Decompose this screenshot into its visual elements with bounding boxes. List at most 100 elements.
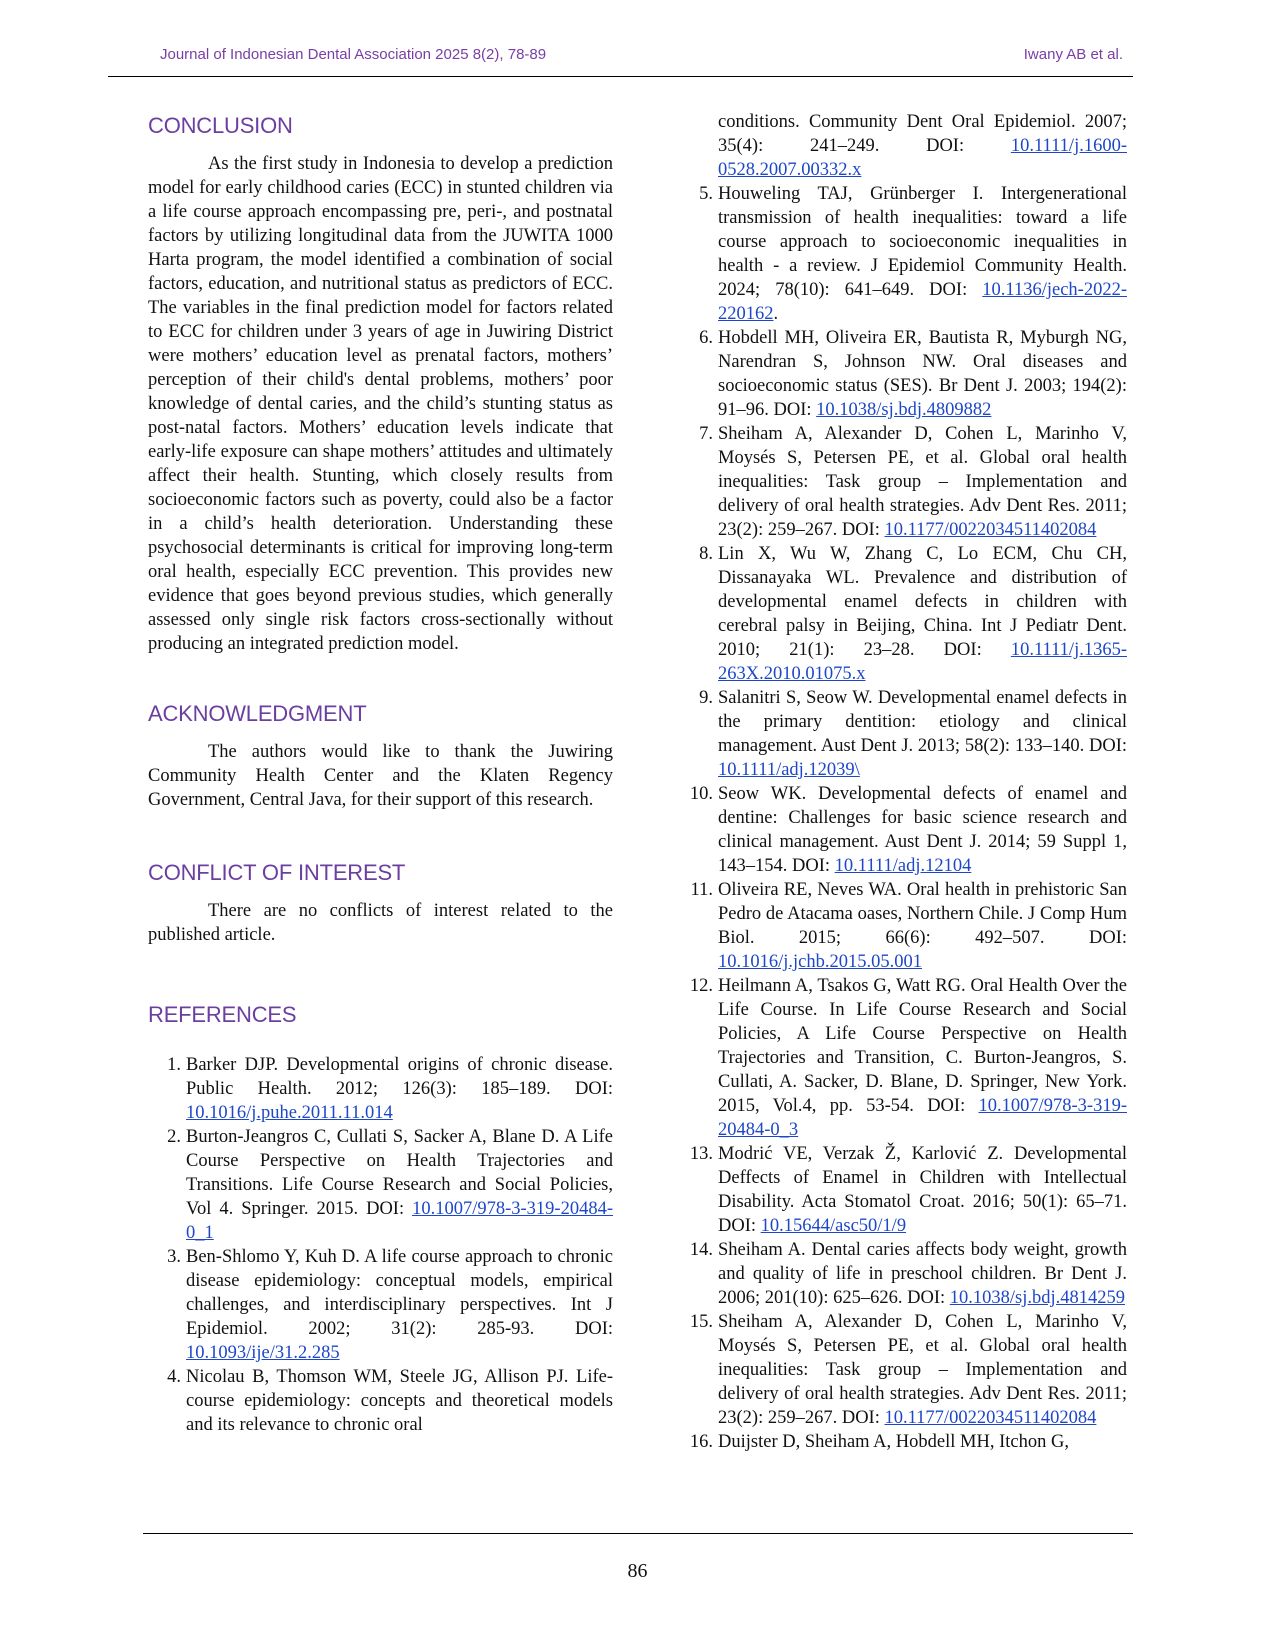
acknowledgment-paragraph: The authors would like to thank the Juwi… [148,742,613,810]
reference-number: 9. [699,688,713,708]
reference-item: 4.Nicolau B, Thomson WM, Steele JG, Alli… [148,1365,613,1437]
reference-number: 10. [689,784,713,804]
reference-body: Sheiham A, Alexander D, Cohen L, Marinho… [718,422,1127,542]
reference-item: 10.Seow WK. Developmental defects of ena… [680,782,1127,878]
doi-link[interactable]: 10.1038/sj.bdj.4809882 [816,400,992,420]
reference-body: Hobdell MH, Oliveira ER, Bautista R, Myb… [718,326,1127,422]
reference-text: conditions. Community Dent Oral Epidemio… [718,112,1127,156]
doi-link[interactable]: 10.1177/0022034511402084 [884,520,1097,540]
reference-text: Seow WK. Developmental defects of enamel… [718,784,1127,876]
reference-text: Heilmann A, Tsakos G, Watt RG. Oral Heal… [718,976,1127,1116]
reference-body: Houweling TAJ, Grünberger I. Intergenera… [718,182,1127,326]
reference-text: Salanitri S, Seow W. Developmental ename… [718,688,1127,756]
reference-item: 7.Sheiham A, Alexander D, Cohen L, Marin… [680,422,1127,542]
reference-number: 7. [699,424,713,444]
reference-item: 12.Heilmann A, Tsakos G, Watt RG. Oral H… [680,974,1127,1142]
doi-link[interactable]: 10.1038/sj.bdj.4814259 [949,1288,1125,1308]
reference-number: 15. [689,1312,713,1332]
reference-item: 13.Modrić VE, Verzak Ž, Karlović Z. Deve… [680,1142,1127,1238]
doi-link[interactable]: 10.1111/adj.12104 [834,856,972,876]
journal-citation: Journal of Indonesian Dental Association… [160,46,547,63]
reference-text: Burton-Jeangros C, Cullati S, Sacker A, … [186,1127,613,1219]
reference-item: 14.Sheiham A. Dental caries affects body… [680,1238,1127,1310]
doi-link[interactable]: 10.1016/j.puhe.2011.11.014 [186,1103,393,1123]
reference-list-left: 1.Barker DJP. Developmental origins of c… [148,1053,613,1437]
reference-number: 3. [167,1247,181,1267]
reference-number: 16. [689,1432,713,1452]
right-column: conditions. Community Dent Oral Epidemio… [680,110,1127,1454]
reference-item: 2.Burton-Jeangros C, Cullati S, Sacker A… [148,1125,613,1245]
reference-item: 5.Houweling TAJ, Grünberger I. Intergene… [680,182,1127,326]
reference-text: Hobdell MH, Oliveira ER, Bautista R, Myb… [718,328,1127,420]
reference-number: 11. [690,880,713,900]
doi-link[interactable]: 10.1007/978-3-319-20484-0_1 [186,1199,613,1243]
conclusion-heading: CONCLUSION [148,113,293,138]
doi-link[interactable]: 10.1016/j.jchb.2015.05.001 [718,952,923,972]
doi-link[interactable]: 10.1007/978-3-319-20484-0_3 [718,1096,1127,1140]
reference-body: Modrić VE, Verzak Ž, Karlović Z. Develop… [718,1142,1127,1238]
reference-item: 1.Barker DJP. Developmental origins of c… [148,1053,613,1125]
doi-link[interactable]: 10.1093/ije/31.2.285 [186,1343,340,1363]
reference-body: Heilmann A, Tsakos G, Watt RG. Oral Heal… [718,974,1127,1142]
reference-text: Modrić VE, Verzak Ž, Karlović Z. Develop… [718,1144,1127,1236]
reference-body: Duijster D, Sheiham A, Hobdell MH, Itcho… [718,1430,1127,1454]
reference-number: 12. [689,976,713,996]
conflict-heading: CONFLICT OF INTEREST [148,860,406,885]
reference-text: Duijster D, Sheiham A, Hobdell MH, Itcho… [718,1432,1069,1452]
reference-body: Salanitri S, Seow W. Developmental ename… [718,686,1127,782]
doi-link[interactable]: 10.1111/j.1600-0528.2007.00332.x [718,136,1127,180]
reference-text: Oliveira RE, Neves WA. Oral health in pr… [718,880,1127,948]
doi-link[interactable]: 10.1111/j.1365-263X.2010.01075.x [718,640,1127,684]
reference-number: 1. [167,1055,181,1075]
doi-link[interactable]: 10.1111/adj.12039\ [718,760,860,780]
references-heading: REFERENCES [148,1002,297,1027]
reference-number: 5. [699,184,713,204]
left-column: CONCLUSION As the first study in Indones… [148,110,613,1437]
reference-body: Sheiham A, Alexander D, Cohen L, Marinho… [718,1310,1127,1430]
reference-body: Sheiham A. Dental caries affects body we… [718,1238,1127,1310]
reference-text: Sheiham A. Dental caries affects body we… [718,1240,1127,1308]
reference-body: Nicolau B, Thomson WM, Steele JG, Alliso… [186,1365,613,1437]
acknowledgment-heading: ACKNOWLEDGMENT [148,701,367,726]
reference-number: 13. [689,1144,713,1164]
running-header: Journal of Indonesian Dental Association… [108,46,1133,72]
reference-item: 16.Duijster D, Sheiham A, Hobdell MH, It… [680,1430,1127,1454]
reference-trailing: . [773,304,779,324]
reference-body: Ben-Shlomo Y, Kuh D. A life course appro… [186,1245,613,1365]
reference-item: 9.Salanitri S, Seow W. Developmental ena… [680,686,1127,782]
reference-text: Ben-Shlomo Y, Kuh D. A life course appro… [186,1247,613,1339]
doi-link[interactable]: 10.1177/0022034511402084 [884,1408,1097,1428]
reference-text: Sheiham A, Alexander D, Cohen L, Marinho… [718,1312,1127,1428]
reference-item: 6.Hobdell MH, Oliveira ER, Bautista R, M… [680,326,1127,422]
reference-text: Barker DJP. Developmental origins of chr… [186,1055,613,1099]
reference-item: 11.Oliveira RE, Neves WA. Oral health in… [680,878,1127,974]
reference-number: 4. [167,1367,181,1387]
reference-text: Nicolau B, Thomson WM, Steele JG, Alliso… [186,1367,613,1435]
reference-item: 3.Ben-Shlomo Y, Kuh D. A life course app… [148,1245,613,1365]
conflict-paragraph: There are no conflicts of interest relat… [148,901,613,945]
conclusion-paragraph: As the first study in Indonesia to devel… [148,154,613,654]
reference-number: 14. [689,1240,713,1260]
reference-text: Houweling TAJ, Grünberger I. Intergenera… [718,184,1127,300]
doi-link[interactable]: 10.1136/jech-2022-220162 [718,280,1127,324]
reference-number: 8. [699,544,713,564]
author-short: Iwany AB et al. [1023,46,1123,63]
reference-item: 8.Lin X, Wu W, Zhang C, Lo ECM, Chu CH, … [680,542,1127,686]
reference-item: 15.Sheiham A, Alexander D, Cohen L, Mari… [680,1310,1127,1430]
reference-text: Lin X, Wu W, Zhang C, Lo ECM, Chu CH, Di… [718,544,1127,660]
reference-number: 6. [699,328,713,348]
reference-body: Barker DJP. Developmental origins of chr… [186,1053,613,1125]
page-number: 86 [627,1560,648,1582]
reference-body: Seow WK. Developmental defects of enamel… [718,782,1127,878]
reference-body: Burton-Jeangros C, Cullati S, Sacker A, … [186,1125,613,1245]
reference-body: Lin X, Wu W, Zhang C, Lo ECM, Chu CH, Di… [718,542,1127,686]
reference-number: 2. [167,1127,181,1147]
doi-link[interactable]: 10.15644/asc50/1/9 [760,1216,907,1236]
reference-body: Oliveira RE, Neves WA. Oral health in pr… [718,878,1127,974]
header-rule [108,76,1133,77]
reference-list-right: 5.Houweling TAJ, Grünberger I. Intergene… [680,182,1127,1454]
footer-rule [143,1533,1133,1534]
reference-continuation: conditions. Community Dent Oral Epidemio… [680,110,1127,182]
reference-text: Sheiham A, Alexander D, Cohen L, Marinho… [718,424,1127,540]
